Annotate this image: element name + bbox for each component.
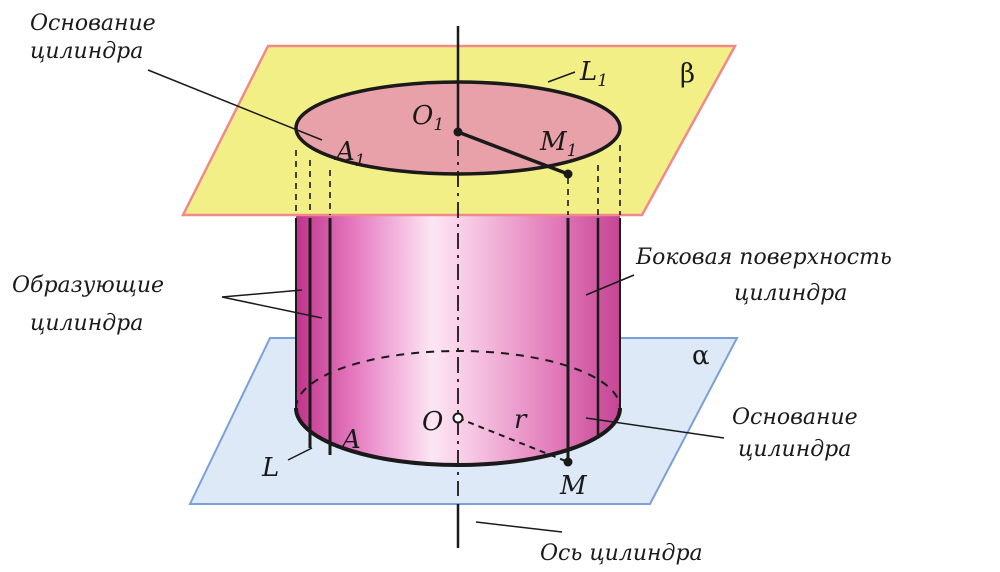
point-o1 [453, 127, 463, 137]
point-m [563, 457, 573, 467]
top-base-caption-line1: Основание [30, 11, 156, 36]
bottom-base-caption-line2: цилиндра [738, 437, 851, 462]
point-o [452, 412, 464, 424]
generators-caption-line1: Образующие [12, 273, 164, 298]
bottom-base-caption-line1: Основание [732, 405, 858, 430]
radius-om [457, 417, 569, 463]
label-a: A [340, 425, 361, 455]
label-o1: O1 [412, 101, 444, 135]
plane-alpha-label: α [692, 341, 710, 371]
label-m1: M1 [539, 127, 577, 161]
label-l: L [261, 453, 279, 483]
label-l1: L1 [579, 57, 608, 91]
radius-o1m1 [457, 130, 569, 176]
generators-caption-line2: цилиндра [30, 311, 143, 336]
label-m: M [559, 471, 588, 501]
point-m1 [563, 169, 573, 179]
plane-beta-label: β [680, 59, 695, 89]
lateral-caption-line1: Боковая поверхность [635, 245, 892, 270]
leader-lines [147, 69, 725, 533]
top-base-caption-line2: цилиндра [30, 39, 143, 64]
label-o: O [422, 407, 443, 437]
lateral-caption-line2: цилиндра [734, 281, 847, 306]
label-r: r [514, 405, 528, 435]
label-a1: A1 [334, 137, 366, 171]
hidden-generator-segments [295, 145, 621, 215]
axis-caption: Ось цилиндра [540, 541, 703, 566]
